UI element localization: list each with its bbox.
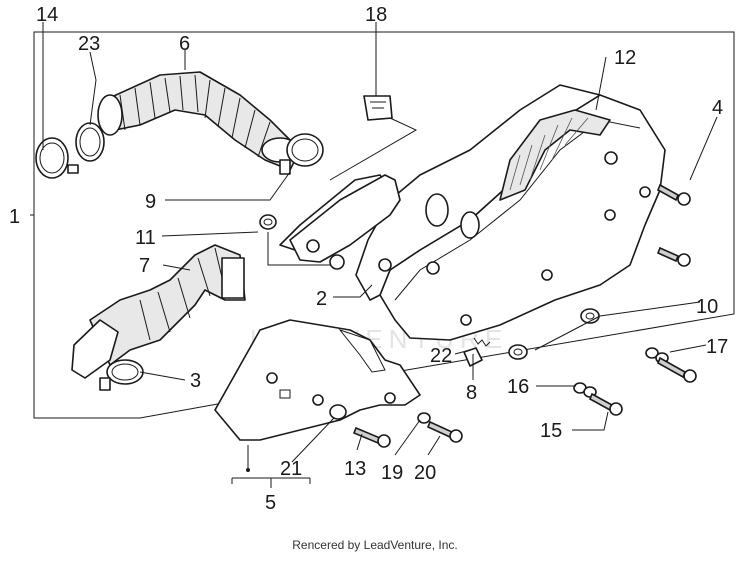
callout-11: 11 xyxy=(135,227,156,249)
hose-clamp-14 xyxy=(35,137,79,179)
callout-5: 5 xyxy=(265,492,276,514)
air-filter-element xyxy=(499,109,611,201)
callout-18: 18 xyxy=(365,4,387,26)
callout-13: 13 xyxy=(344,458,366,480)
washer-21 xyxy=(329,404,347,420)
intake-hose xyxy=(97,71,301,171)
bolt-17 xyxy=(656,356,697,383)
callout-16: 16 xyxy=(507,376,529,398)
callout-14: 14 xyxy=(36,4,58,26)
grommet-11 xyxy=(259,214,277,230)
callout-2: 2 xyxy=(316,288,327,310)
callout-8: 8 xyxy=(466,382,477,404)
washer-19 xyxy=(417,412,431,424)
callout-6: 6 xyxy=(179,33,190,55)
leader-lines xyxy=(30,22,718,488)
callout-22: 22 xyxy=(430,345,452,367)
bushing-16 xyxy=(508,344,528,360)
bolt-15 xyxy=(588,392,623,416)
hose-clamp-23 xyxy=(75,122,105,162)
callout-3: 3 xyxy=(190,370,201,392)
cover-plate xyxy=(214,319,421,441)
screw-4a xyxy=(656,183,691,206)
callout-21: 21 xyxy=(280,458,302,480)
callout-10: 10 xyxy=(696,296,718,318)
callout-19: 19 xyxy=(381,462,403,484)
air-box-bracket xyxy=(279,174,401,272)
callout-7: 7 xyxy=(139,255,150,277)
spring-clip xyxy=(363,95,393,121)
callout-9: 9 xyxy=(145,191,156,213)
callout-20: 20 xyxy=(414,462,436,484)
callout-23: 23 xyxy=(78,33,100,55)
hose-clamp-9 xyxy=(279,133,324,175)
bolt-13 xyxy=(352,426,391,448)
callout-1: 1 xyxy=(9,206,20,228)
callout-17: 17 xyxy=(706,336,728,358)
screw-4b xyxy=(656,246,691,267)
callout-15: 15 xyxy=(540,420,562,442)
bolt-20 xyxy=(426,420,463,443)
intake-duct xyxy=(71,244,246,379)
callout-4: 4 xyxy=(712,97,723,119)
spring-22 xyxy=(473,337,491,347)
hose-clamp-3 xyxy=(99,359,144,391)
callout-12: 12 xyxy=(614,47,636,69)
footer-credit: Rencered by LeadVenture, Inc. xyxy=(292,538,458,552)
bushing-10 xyxy=(580,308,600,324)
